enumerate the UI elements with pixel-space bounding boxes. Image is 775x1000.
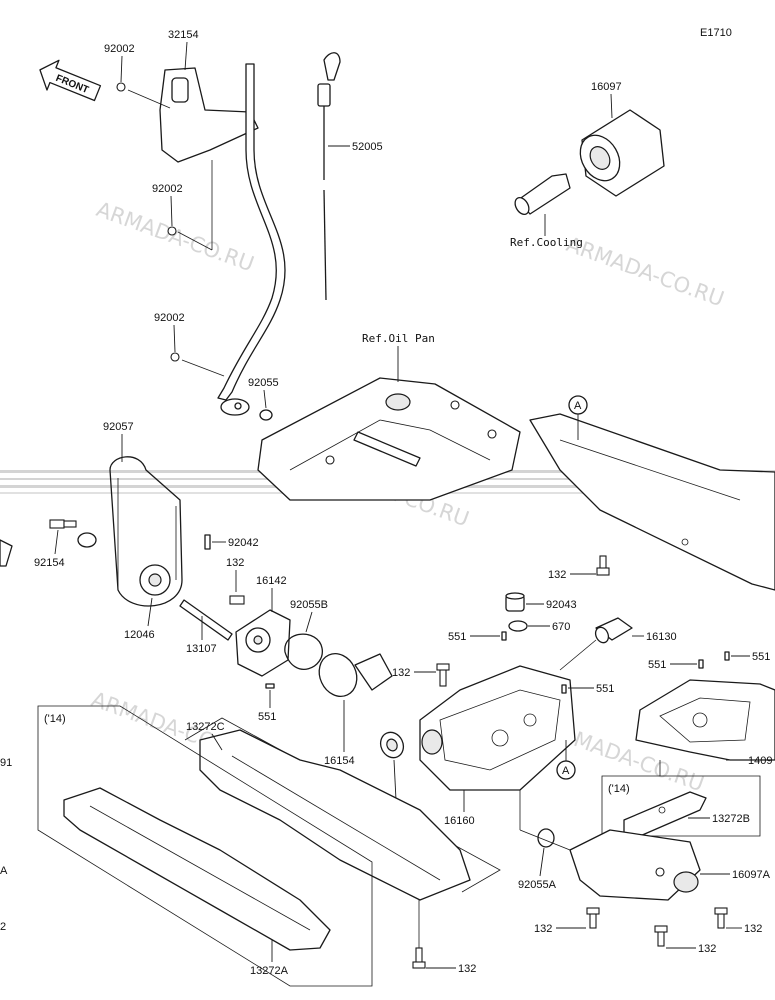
- partial-part: [0, 539, 13, 567]
- part-label-92043: 92043: [546, 599, 577, 611]
- collar: [505, 592, 525, 612]
- pin: [501, 631, 507, 641]
- part-label-16097: 16097: [591, 81, 622, 93]
- diagram-code: E1710: [700, 27, 732, 39]
- pump-rotor: [318, 653, 393, 697]
- part-label-92002: 92002: [154, 312, 185, 324]
- part-label-13272a: 13272A: [250, 965, 289, 977]
- callout-letter: A: [574, 400, 582, 412]
- oil-pan: [257, 377, 521, 501]
- part-label-92154: 92154: [34, 557, 65, 569]
- part-label-92055: 92055: [248, 377, 279, 389]
- watermark-1: ARMADA-CO.RU: [93, 197, 257, 276]
- o-ring: [508, 620, 528, 632]
- oil-pump-housing: [419, 665, 576, 791]
- bolt-icon: [49, 519, 77, 529]
- oil-dipstick: [317, 52, 341, 301]
- part-label-16160: 16160: [444, 815, 475, 827]
- part-label-551: 551: [258, 711, 276, 723]
- baffle-plate-upper: [529, 413, 775, 591]
- bolt-icon: [170, 352, 180, 362]
- part-label-132: 132: [226, 557, 244, 569]
- part-label-551: 551: [596, 683, 614, 695]
- o-ring: [537, 828, 555, 848]
- part-label-92002: 92002: [104, 43, 135, 55]
- part-label-32154: 32154: [168, 29, 199, 41]
- bolt-icon: [596, 555, 610, 576]
- part-label-16097a: 16097A: [732, 869, 771, 881]
- part-label-551: 551: [648, 659, 666, 671]
- callout-letter: A: [562, 765, 570, 777]
- oil-cooler-fitting: [569, 829, 701, 901]
- bolt-icon: [116, 82, 126, 92]
- oil-pump-shaft: [179, 534, 233, 641]
- baffle-plate-13272c: [184, 717, 501, 901]
- oil-pump-chain: [109, 456, 183, 607]
- oil-filter: [514, 109, 665, 216]
- part-label-132: 132: [548, 569, 566, 581]
- bolt-icon: [436, 663, 450, 687]
- bolt-icon: [714, 907, 728, 929]
- part-label-52005: 52005: [352, 141, 383, 153]
- part-label-92055b: 92055B: [290, 599, 328, 611]
- year-variant-label: ('14): [608, 783, 630, 795]
- bolt-icon: [167, 226, 177, 236]
- o-ring: [259, 409, 273, 421]
- part-label-551: 551: [752, 651, 770, 663]
- oil-filler-tube-assembly: [116, 63, 286, 416]
- pin: [265, 683, 275, 689]
- part-label-16154: 16154: [324, 755, 355, 767]
- watermark-2: ARMADA-CO.RU: [563, 232, 727, 311]
- oil-pump-body: [235, 609, 291, 677]
- part-label-92042: 92042: [228, 537, 259, 549]
- part-label-13272c: 13272C: [186, 721, 225, 733]
- part-label-132: 132: [534, 923, 552, 935]
- part-label-132: 132: [458, 963, 476, 975]
- part-label-16142: 16142: [256, 575, 287, 587]
- ref-oil-pan-label: Ref.Oil Pan: [362, 332, 435, 345]
- part-label-92002: 92002: [152, 183, 183, 195]
- relief-valve: [594, 617, 633, 644]
- year-variant-label: ('14): [44, 713, 66, 725]
- bolt-icon: [586, 907, 600, 929]
- edge-label: 91: [0, 757, 12, 769]
- front-arrow-icon: FRONT: [39, 59, 102, 102]
- pin: [698, 659, 704, 669]
- oil-pump-housing-variant: [635, 679, 775, 761]
- pin: [724, 651, 730, 661]
- part-label-13107: 13107: [186, 643, 217, 655]
- part-label-132: 132: [392, 667, 410, 679]
- part-label-132: 132: [698, 943, 716, 955]
- part-label-670: 670: [552, 621, 570, 633]
- bolt-icon: [229, 595, 245, 605]
- part-label-13272b: 13272B: [712, 813, 750, 825]
- pin: [561, 684, 567, 694]
- edge-label: A: [0, 865, 8, 877]
- part-label-132: 132: [744, 923, 762, 935]
- year-variant-box-13272a: ('14): [37, 705, 373, 987]
- bolt-icon: [412, 947, 426, 969]
- part-label-551: 551: [448, 631, 466, 643]
- bolt-icon: [654, 925, 668, 947]
- ref-cooling-label: Ref.Cooling: [510, 236, 583, 249]
- part-label-1409: 1409: [748, 755, 772, 767]
- drain-plug: [379, 731, 405, 759]
- sprocket: [139, 564, 171, 596]
- part-label-92055a: 92055A: [518, 879, 557, 891]
- part-label-16130: 16130: [646, 631, 677, 643]
- part-label-12046: 12046: [124, 629, 155, 641]
- part-label-92057: 92057: [103, 421, 134, 433]
- edge-label: 2: [0, 921, 6, 933]
- gasket: [284, 633, 323, 670]
- washer: [77, 532, 97, 548]
